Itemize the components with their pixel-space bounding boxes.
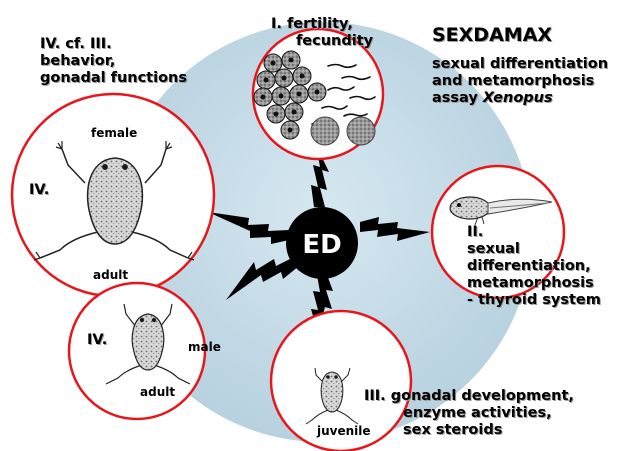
subtitle-species: Xenopus	[483, 90, 553, 106]
subtitle-line: and metamorphosis	[432, 73, 608, 90]
fertility-label: I. fertility, fecundity	[271, 16, 373, 50]
sexdiff-line: metamorphosis	[467, 275, 601, 292]
diagram-title: SEXDAMAX	[432, 24, 552, 46]
fertility-line: I. fertility,	[271, 16, 373, 33]
fertility-line: fecundity	[271, 33, 373, 50]
male-stage-label: adult	[140, 385, 175, 399]
juvenile-label: juvenile	[317, 424, 371, 438]
gonadal-line: enzyme activities,	[364, 405, 574, 422]
behavior-line: behavior,	[40, 53, 187, 70]
subtitle-assay: assay	[432, 90, 478, 106]
behavior-line: gonadal functions	[40, 70, 187, 87]
subtitle-line: sexual differentiation	[432, 56, 608, 73]
sexdiff-roman: II.	[467, 224, 601, 241]
male-label: male	[188, 340, 221, 354]
ed-center-label: ED	[302, 230, 341, 260]
oocyte-icon	[311, 117, 339, 145]
gonadal-line: sex steroids	[364, 422, 574, 439]
subtitle-line: assay Xenopus	[432, 90, 608, 107]
diagram-subtitle: sexual differentiation and metamorphosis…	[432, 56, 608, 107]
sexdiff-line: - thyroid system	[467, 292, 601, 309]
behavior-line: IV. cf. III.	[40, 36, 187, 53]
sexual-differentiation-label: II. sexual differentiation, metamorphosi…	[467, 224, 601, 310]
sexdiff-line: differentiation,	[467, 258, 601, 275]
gonadal-development-label: III. gonadal development, enzyme activit…	[364, 388, 574, 439]
female-label: female	[91, 126, 137, 140]
male-roman-label: IV.	[87, 332, 107, 349]
female-roman-label: IV.	[29, 182, 49, 199]
oocyte-icon	[347, 117, 375, 145]
gonadal-line: III. gonadal development,	[364, 388, 574, 405]
sexdiff-line: sexual	[467, 241, 601, 258]
female-stage-label: adult	[93, 268, 128, 282]
behavior-label: IV. cf. III. behavior, gonadal functions	[40, 36, 187, 87]
